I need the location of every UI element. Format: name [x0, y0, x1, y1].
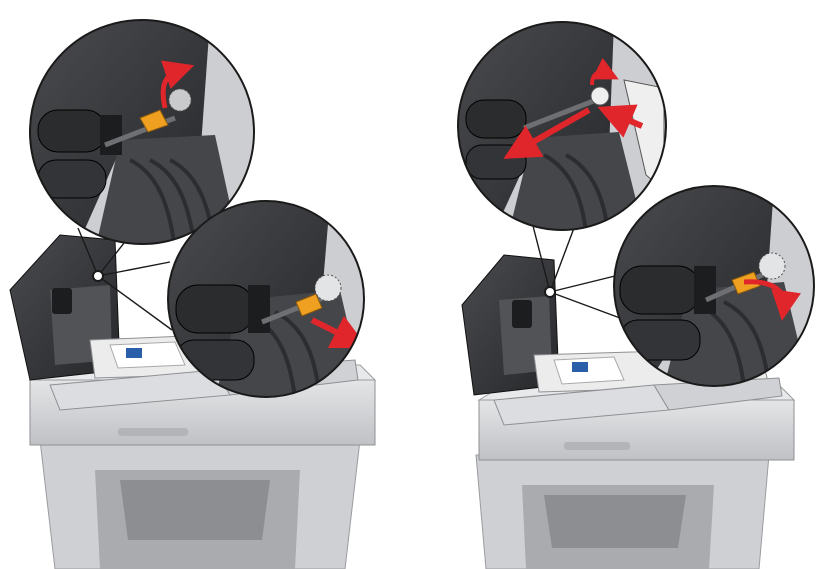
callout-push-roller-in: [458, 22, 668, 232]
roller-locator-dot: [545, 287, 555, 297]
printer-base: [476, 455, 769, 569]
printer-base: [40, 440, 360, 569]
callout-rotate-lever-down: [614, 186, 814, 386]
illustration-remove-roller: [0, 0, 414, 569]
roller-locator-dot: [93, 271, 103, 281]
illustration-insert-roller: [414, 0, 828, 569]
panel-remove-roller: [0, 0, 414, 569]
panel-insert-roller: [414, 0, 828, 569]
